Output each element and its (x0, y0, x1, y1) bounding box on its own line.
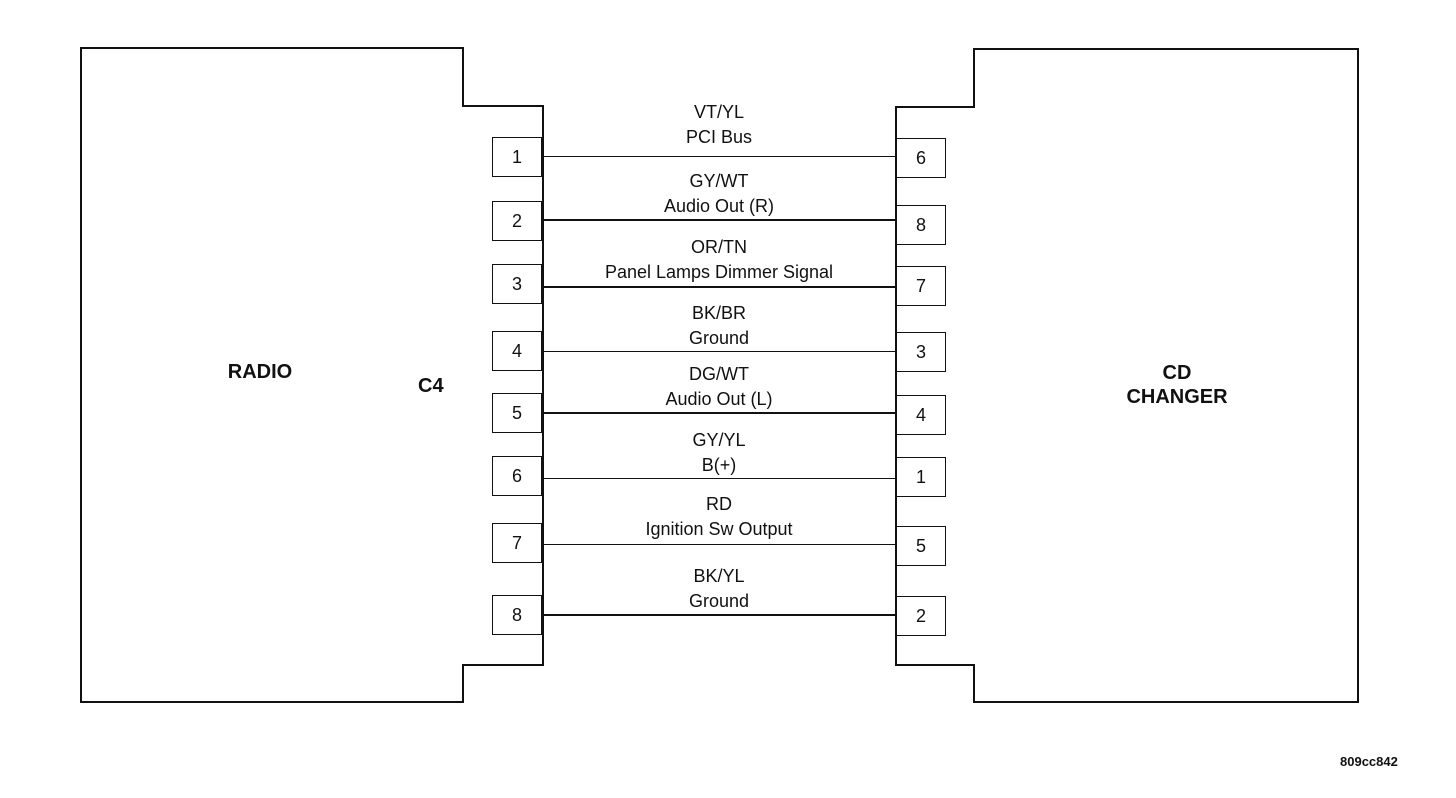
radio-label: RADIO (227, 361, 293, 383)
radio-connector-c4 (462, 105, 544, 666)
connector-label: C4 (418, 375, 444, 397)
wire-label: OR/TN Panel Lamps Dimmer Signal (542, 235, 896, 285)
wire-line (542, 478, 896, 479)
cd-changer-pin: 7 (896, 266, 946, 306)
radio-pin: 2 (492, 201, 542, 241)
wire-line (542, 351, 896, 352)
cd-changer-label-line1: CD (1162, 362, 1192, 384)
wire-function: PCI Bus (685, 127, 753, 147)
cd-changer-pin: 8 (896, 205, 946, 245)
wire-line (542, 219, 896, 221)
wire-line (542, 412, 896, 414)
wire-color-code: OR/TN (691, 237, 747, 257)
wire-label: GY/YL B(+) (542, 428, 896, 478)
wire-color-code: BK/BR (691, 303, 747, 323)
cd-changer-pin: 1 (896, 457, 946, 497)
cd-changer-pin: 4 (896, 395, 946, 435)
radio-pin: 4 (492, 331, 542, 371)
radio-pin: 8 (492, 595, 542, 635)
wire-label: BK/YL Ground (542, 564, 896, 614)
wire-line (542, 156, 896, 157)
wire-function: Ignition Sw Output (645, 519, 793, 539)
cd-changer-pin: 2 (896, 596, 946, 636)
wire-color-code: GY/YL (692, 430, 746, 450)
cd-changer-pin: 3 (896, 332, 946, 372)
figure-id: 809cc842 (1340, 754, 1398, 769)
wire-label: BK/BR Ground (542, 301, 896, 351)
cd-changer-pin: 6 (896, 138, 946, 178)
wire-function: Panel Lamps Dimmer Signal (604, 262, 834, 282)
radio-pin: 6 (492, 456, 542, 496)
wire-function: B(+) (701, 455, 737, 475)
cd-changer-connector (895, 106, 975, 666)
radio-pin: 3 (492, 264, 542, 304)
radio-pin: 1 (492, 137, 542, 177)
wire-label: GY/WT Audio Out (R) (542, 169, 896, 219)
wire-color-code: DG/WT (689, 364, 749, 384)
wire-line (542, 286, 896, 288)
cd-changer-module (973, 48, 1359, 703)
wire-label: VT/YL PCI Bus (542, 100, 896, 150)
radio-pin: 7 (492, 523, 542, 563)
wire-line (542, 614, 896, 616)
wire-function: Ground (688, 591, 750, 611)
wire-function: Audio Out (R) (663, 196, 775, 216)
radio-pin: 5 (492, 393, 542, 433)
cd-changer-label-line2: CHANGER (1126, 386, 1228, 408)
wire-line (542, 544, 896, 545)
wire-function: Audio Out (L) (665, 389, 773, 409)
wire-color-code: BK/YL (693, 566, 745, 586)
wire-label: DG/WT Audio Out (L) (542, 362, 896, 412)
cd-changer-pin: 5 (896, 526, 946, 566)
wire-label: RD Ignition Sw Output (542, 492, 896, 542)
radio-module (80, 47, 464, 703)
wire-color-code: GY/WT (689, 171, 749, 191)
wire-function: Ground (688, 328, 750, 348)
wire-color-code: RD (706, 494, 732, 514)
wire-color-code: VT/YL (693, 102, 745, 122)
